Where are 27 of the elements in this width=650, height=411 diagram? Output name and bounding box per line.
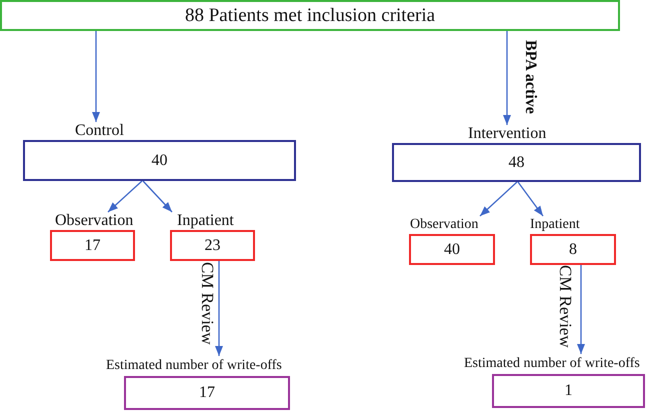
count-box: 23: [170, 230, 255, 261]
arrow: [480, 182, 518, 216]
arrow: [108, 180, 142, 212]
edge-label: CM Review: [199, 262, 216, 345]
count-box: 8: [530, 234, 616, 265]
group-label: Observation: [410, 216, 478, 234]
count-box: 17: [124, 376, 290, 410]
group-label: Estimated number of write-offs: [464, 355, 640, 373]
count-box: 17: [50, 230, 135, 261]
arrow: [92, 31, 100, 122]
count-box: 40: [409, 234, 495, 265]
count-box: 1: [492, 374, 645, 408]
arrow: [142, 180, 172, 212]
criteria-box: 88 Patients met inclusion criteria: [0, 0, 620, 31]
arrow: [517, 182, 544, 216]
group-label: Inpatient: [177, 212, 234, 230]
arrow: [215, 261, 223, 356]
group-label: Observation: [55, 212, 134, 230]
arrow: [577, 265, 585, 354]
group-label: Inpatient: [530, 216, 580, 234]
arrow: [503, 31, 511, 125]
edge-label: CM Review: [557, 265, 574, 348]
count-box: 40: [23, 140, 296, 181]
group-label: Control: [75, 122, 124, 140]
group-label: Estimated number of write-offs: [106, 357, 282, 375]
count-box: 48: [392, 143, 641, 182]
group-label: Intervention: [468, 125, 546, 143]
